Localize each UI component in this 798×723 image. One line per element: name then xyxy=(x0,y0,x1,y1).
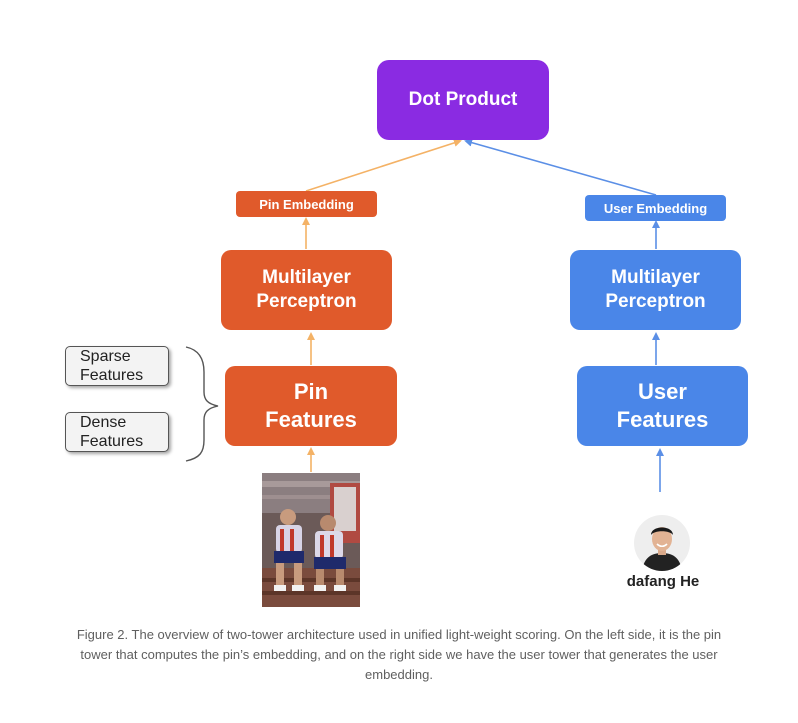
user-avatar xyxy=(634,515,690,571)
dense-features-box: Dense Features xyxy=(65,412,169,452)
user-embedding-node: User Embedding xyxy=(585,195,726,221)
pin-features-label-line2: Features xyxy=(265,407,357,432)
user-name-label: dafang He xyxy=(626,573,700,590)
sparse-features-line1: Sparse xyxy=(80,348,131,365)
pin-features-label-line1: Pin xyxy=(293,379,329,404)
sparse-features-box: Sparse Features xyxy=(65,346,169,386)
sparse-features-line2: Features xyxy=(80,367,144,384)
pin-mlp-node: Multilayer Perceptron xyxy=(221,250,392,330)
user-embedding-label: User Embedding xyxy=(603,200,708,216)
pin-embedding-node: Pin Embedding xyxy=(236,191,377,217)
dense-features-line2: Features xyxy=(80,433,144,450)
user-mlp-label-line1: Multilayer xyxy=(611,267,700,288)
user-features-label-line1: User xyxy=(638,379,687,404)
user-features-node: User Features xyxy=(577,366,748,446)
pin-photo xyxy=(262,473,360,607)
arrow-user-embedding-to-dot-product xyxy=(464,138,657,196)
pin-features-node: Pin Features xyxy=(225,366,397,446)
user-features-label-line2: Features xyxy=(616,407,709,432)
pin-mlp-label-line1: Multilayer xyxy=(262,267,351,288)
figure-caption: Figure 2. The overview of two-tower arch… xyxy=(76,627,722,682)
dot-product-label: Dot Product xyxy=(408,89,518,110)
arrow-pin-embedding-to-dot-product xyxy=(305,139,462,192)
dense-features-line1: Dense xyxy=(80,414,127,431)
pin-embedding-label: Pin Embedding xyxy=(259,196,354,212)
user-mlp-label-line2: Perceptron xyxy=(605,291,706,312)
feature-group-brace xyxy=(185,346,219,462)
pin-mlp-label-line2: Perceptron xyxy=(256,291,357,312)
dot-product-node: Dot Product xyxy=(377,60,549,140)
user-mlp-node: Multilayer Perceptron xyxy=(570,250,741,330)
